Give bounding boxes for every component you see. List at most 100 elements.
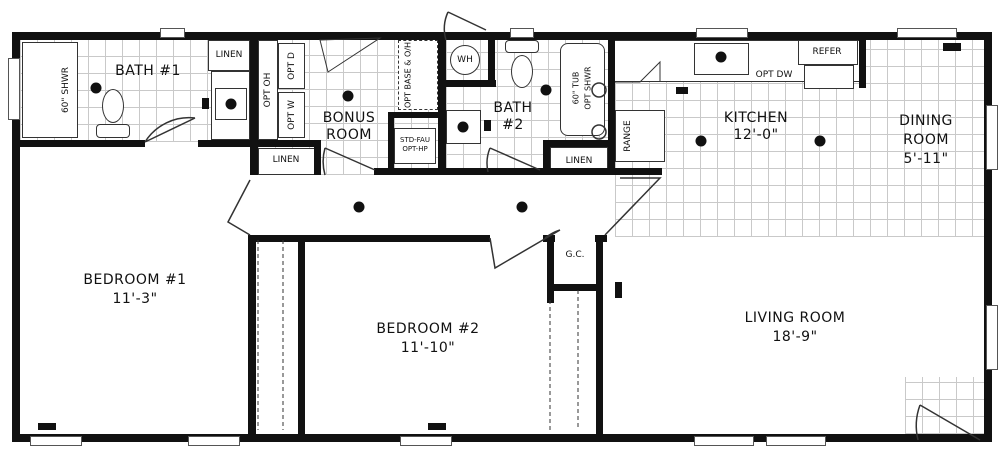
furnace	[394, 128, 436, 164]
range	[615, 110, 665, 162]
door-bath1	[144, 116, 196, 143]
wall	[859, 40, 866, 88]
wall	[608, 40, 615, 175]
bedroom1-label: BEDROOM #1	[83, 272, 187, 288]
wall	[314, 140, 321, 175]
wall	[543, 140, 613, 147]
wall	[20, 140, 145, 147]
vent-icon	[38, 423, 56, 430]
window	[986, 105, 998, 170]
wall	[250, 235, 490, 242]
opt-base-oh	[398, 40, 438, 110]
linen-bath1	[208, 40, 250, 71]
window	[696, 28, 748, 38]
toilet-bath2	[511, 55, 533, 88]
window	[188, 436, 240, 446]
refer-label: REFER	[812, 47, 842, 57]
opt-oh	[258, 40, 278, 140]
wall	[438, 32, 446, 175]
bedroom2-label: BEDROOM #2	[376, 321, 480, 337]
tub	[560, 43, 605, 136]
dining-size: 5'-11"	[903, 151, 949, 167]
toilet-bath1	[102, 89, 124, 123]
wall	[198, 140, 258, 147]
wall-right	[984, 32, 992, 442]
door-bonus	[322, 147, 376, 176]
bonus-label-2: ROOM	[326, 127, 372, 143]
window	[160, 28, 185, 38]
water-heater	[450, 45, 480, 75]
wall-left	[12, 32, 20, 442]
wall	[596, 235, 603, 434]
hall-end	[227, 179, 251, 236]
light-icon	[540, 84, 552, 96]
wall-top	[12, 32, 992, 40]
light-icon	[90, 82, 102, 94]
water-heater-label: WH	[457, 55, 473, 65]
door-wh	[443, 11, 487, 41]
wall	[547, 235, 554, 303]
light-icon	[353, 201, 365, 213]
bath2-label-2: #2	[502, 117, 524, 133]
vent-icon	[943, 43, 961, 51]
toilet-tank-bath2	[505, 40, 539, 53]
furnace-label-2: OPT-HP	[402, 145, 428, 153]
bath1-label: BATH #1	[115, 63, 181, 79]
linen-bath2-label: LINEN	[565, 156, 593, 166]
wall	[388, 112, 440, 118]
door-entry	[915, 404, 981, 441]
window	[694, 436, 754, 446]
window	[510, 28, 534, 38]
opt-d	[278, 43, 305, 89]
switch-icon	[676, 87, 688, 94]
light-icon	[715, 51, 727, 63]
wall	[388, 112, 394, 172]
vent-icon	[428, 423, 446, 430]
switch-icon	[484, 120, 491, 131]
entry-tile	[905, 377, 984, 434]
linen-hall	[258, 148, 315, 175]
light-icon	[516, 201, 528, 213]
wall	[488, 32, 495, 87]
light-icon	[457, 121, 469, 133]
bedroom2-size: 11'-10"	[400, 340, 456, 356]
light-icon	[695, 135, 707, 147]
refer-space	[804, 65, 854, 89]
wall	[250, 40, 258, 175]
dining-label-2: ROOM	[903, 132, 949, 148]
linen-hall-label: LINEN	[272, 155, 300, 165]
bonus-label-1: BONUS	[322, 110, 376, 126]
wall	[298, 235, 305, 434]
living-size: 18'-9"	[772, 329, 818, 345]
wall	[543, 140, 550, 175]
toilet-tank-bath1	[96, 124, 130, 138]
light-icon	[225, 98, 237, 110]
bath2-label-1: BATH	[493, 100, 533, 116]
opt-dw-label: OPT DW	[755, 70, 793, 80]
wall	[446, 80, 496, 87]
light-icon	[342, 90, 354, 102]
door-hall	[489, 229, 561, 270]
wall	[250, 140, 318, 147]
switch-icon	[615, 282, 622, 298]
linen-bath1-label: LINEN	[215, 50, 243, 60]
wall	[608, 168, 662, 175]
furnace-label-1: STD-FAU	[400, 136, 430, 144]
range-burners	[591, 124, 607, 140]
wall-bottom	[12, 434, 992, 442]
kitchen-label: KITCHEN	[723, 110, 789, 126]
bedroom1-size: 11'-3"	[112, 291, 158, 307]
door-bath2	[486, 147, 541, 173]
kitchen-size: 12'-0"	[733, 127, 779, 143]
switch-icon	[202, 98, 209, 109]
wall	[547, 284, 597, 291]
dining-label-1: DINING	[899, 113, 953, 129]
coat-closet	[555, 242, 596, 272]
refrigerator	[798, 40, 858, 65]
window	[400, 436, 452, 446]
shower	[22, 42, 78, 138]
window	[766, 436, 826, 446]
window	[8, 58, 20, 120]
